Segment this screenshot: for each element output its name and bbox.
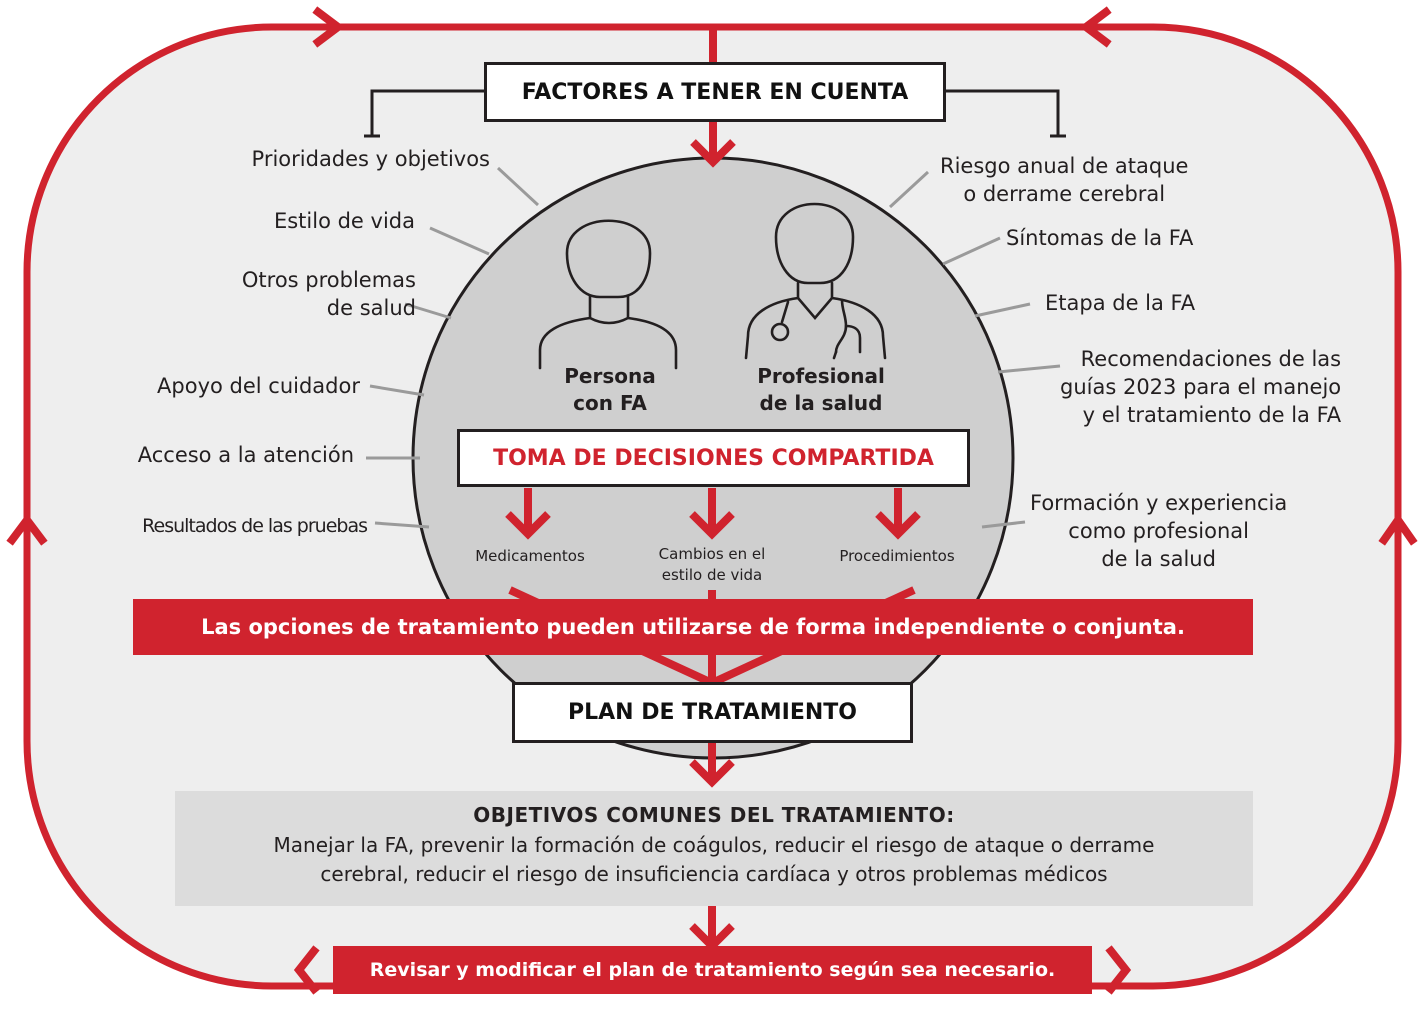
- factor-lifestyle: Estilo de vida: [273, 209, 415, 233]
- plan-down-arrowhead: [689, 759, 735, 788]
- doctor-icon: [744, 202, 887, 360]
- factor-other-health-problems: Otros problemas de salud: [241, 268, 416, 320]
- factors-bracket: [364, 89, 1066, 138]
- top-right-arrowhead: [1079, 6, 1112, 48]
- option-arrows: [505, 488, 921, 540]
- factor-professional-experience: Formación y experiencia como profesional…: [1030, 491, 1288, 571]
- factor-priorities: Prioridades y objetivos: [251, 147, 490, 171]
- factor-leader-lines: [366, 166, 1061, 529]
- treatment-goals-panel: OBJETIVOS COMUNES DEL TRATAMIENTO: Manej…: [175, 791, 1253, 906]
- health-professional-label: Profesional de la salud: [757, 364, 885, 415]
- review-plan-banner-text: Revisar y modificar el plan de tratamien…: [369, 959, 1056, 981]
- person-icon: [538, 219, 678, 370]
- factor-test-results: Resultados de las pruebas: [142, 515, 368, 537]
- factor-access-to-care: Acceso a la atención: [137, 443, 354, 467]
- option-lifestyle-changes: Cambios en el estilo de vida: [658, 545, 766, 584]
- shared-decision-box: TOMA DE DECISIONES COMPARTIDA: [457, 429, 970, 487]
- top-left-arrowhead: [312, 6, 345, 48]
- treatment-options-banner-text: Las opciones de tratamiento pueden utili…: [201, 615, 1185, 639]
- person-with-af-label: Persona con FA: [564, 364, 656, 415]
- bottom-left-arrowhead: [293, 945, 320, 995]
- left-arrowhead: [6, 513, 48, 546]
- treatment-goals-title: OBJETIVOS COMUNES DEL TRATAMIENTO:: [473, 803, 955, 827]
- factor-guidelines-2023: Recomendaciones de las guías 2023 para e…: [1060, 347, 1342, 427]
- factor-caregiver-support: Apoyo del cuidador: [157, 374, 360, 398]
- header-down-arrowhead: [690, 139, 736, 168]
- factor-annual-stroke-risk: Riesgo anual de ataque o derrame cerebra…: [940, 154, 1189, 206]
- treatment-plan-text: PLAN DE TRATAMIENTO: [567, 700, 857, 725]
- factor-af-stage: Etapa de la FA: [1045, 291, 1196, 315]
- review-plan-banner: Revisar y modificar el plan de tratamien…: [333, 946, 1092, 994]
- factors-header-box: FACTORES A TENER EN CUENTA: [484, 62, 946, 122]
- factor-af-symptoms: Síntomas de la FA: [1006, 226, 1194, 250]
- factors-header-text: FACTORES A TENER EN CUENTA: [521, 79, 909, 105]
- treatment-plan-box: PLAN DE TRATAMIENTO: [512, 682, 913, 743]
- cycle-arrowheads: [6, 6, 1418, 995]
- shared-decision-text: TOMA DE DECISIONES COMPARTIDA: [493, 445, 934, 471]
- option-procedures: Procedimientos: [839, 547, 955, 565]
- treatment-goals-text: Manejar la FA, prevenir la formación de …: [273, 833, 1155, 886]
- treatment-options-banner: Las opciones de tratamiento pueden utili…: [133, 599, 1253, 655]
- bottom-right-arrowhead: [1105, 945, 1132, 995]
- option-medications: Medicamentos: [475, 547, 585, 565]
- right-arrowhead: [1378, 513, 1418, 546]
